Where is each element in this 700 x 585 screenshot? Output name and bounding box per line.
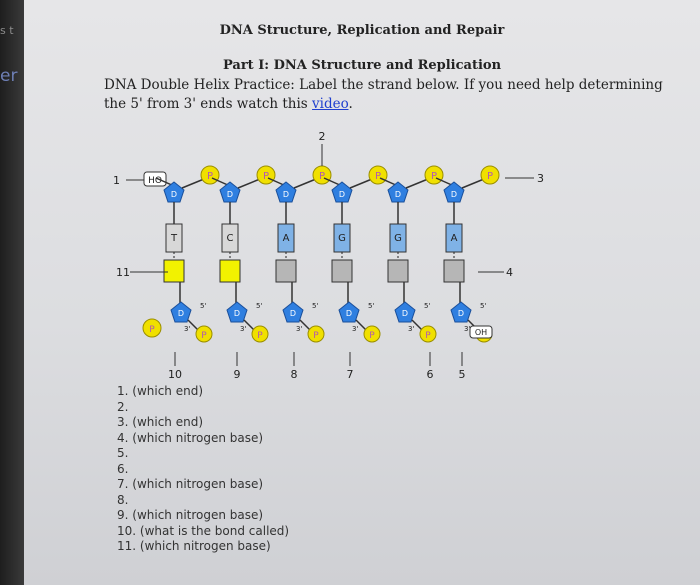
prime-label: 3' — [240, 325, 246, 333]
backbone-bond — [238, 179, 260, 188]
phosphate-label: P — [263, 171, 269, 182]
nitrogen-base-bottom — [164, 260, 184, 282]
sugar-label: D — [402, 309, 408, 318]
nitrogen-base-bottom — [276, 260, 296, 282]
sugar-label: D — [283, 190, 289, 199]
sugar-label: D — [178, 309, 184, 318]
callout-7: 7 — [347, 368, 354, 381]
callout-10: 10 — [168, 368, 182, 381]
phosphate-label: P — [487, 171, 493, 182]
callout-8: 8 — [291, 368, 298, 381]
callout-1: 1 — [113, 174, 120, 187]
base-letter: G — [338, 233, 346, 244]
nitrogen-base-bottom — [388, 260, 408, 282]
base-letter: C — [227, 233, 234, 244]
prime-label: 3' — [296, 325, 302, 333]
sugar-label: D — [234, 309, 240, 318]
nitrogen-base-bottom — [220, 260, 240, 282]
nitrogen-base-bottom — [332, 260, 352, 282]
phosphate-label: P — [425, 331, 431, 341]
ho-label: HO — [148, 176, 162, 186]
question-item: 4. (which nitrogen base) — [117, 431, 289, 447]
phosphate-label: P — [207, 171, 213, 182]
prime-label: 5' — [480, 302, 486, 310]
prime-label: 3' — [464, 325, 470, 333]
question-item: 5. — [117, 446, 289, 462]
oh-label: OH — [475, 328, 487, 337]
backbone-bond — [462, 179, 484, 188]
callout-6: 6 — [427, 368, 434, 381]
question-item: 3. (which end) — [117, 415, 289, 431]
sugar-label: D — [395, 190, 401, 199]
sugar-label: D — [290, 309, 296, 318]
backbone-bond — [182, 179, 204, 188]
callout-4: 4 — [506, 266, 513, 279]
question-item: 11. (which nitrogen base) — [117, 539, 289, 555]
phosphate-label: P — [257, 331, 263, 341]
phosphate-label: P — [375, 171, 381, 182]
phosphate-label: P — [149, 325, 155, 335]
sugar-label: D — [346, 309, 352, 318]
sugar-label: D — [451, 190, 457, 199]
prime-label: 5' — [368, 302, 374, 310]
prime-label: 3' — [408, 325, 414, 333]
phosphate-label: P — [431, 171, 437, 182]
phosphate-label: P — [201, 331, 207, 341]
question-item: 10. (what is the bond called) — [117, 524, 289, 540]
backbone-bond — [294, 179, 316, 188]
question-item: 9. (which nitrogen base) — [117, 508, 289, 524]
question-item: 7. (which nitrogen base) — [117, 477, 289, 493]
question-list: 1. (which end)2.3. (which end)4. (which … — [117, 384, 289, 555]
base-letter: A — [451, 233, 458, 244]
callout-2: 2 — [319, 130, 326, 143]
backbone-bond — [406, 179, 428, 188]
phosphate-label: P — [319, 171, 325, 182]
question-item: 8. — [117, 493, 289, 509]
sugar-label: D — [227, 190, 233, 199]
sugar-label: D — [339, 190, 345, 199]
question-item: 6. — [117, 462, 289, 478]
phosphate-label: P — [313, 331, 319, 341]
callout-11: 11 — [116, 266, 130, 279]
prime-label: 5' — [312, 302, 318, 310]
prime-label: 5' — [256, 302, 262, 310]
base-letter: A — [283, 233, 290, 244]
prime-label: 3' — [184, 325, 190, 333]
backbone-bond — [350, 179, 372, 188]
sugar-label: D — [171, 190, 177, 199]
callout-9: 9 — [234, 368, 241, 381]
prime-label: 5' — [424, 302, 430, 310]
prime-label: 5' — [200, 302, 206, 310]
phosphate-label: P — [369, 331, 375, 341]
callout-3: 3 — [537, 172, 544, 185]
nitrogen-base-bottom — [444, 260, 464, 282]
question-item: 2. — [117, 400, 289, 416]
callout-5: 5 — [459, 368, 466, 381]
question-item: 1. (which end) — [117, 384, 289, 400]
sugar-label: D — [458, 309, 464, 318]
prime-label: 3' — [352, 325, 358, 333]
base-letter: G — [394, 233, 402, 244]
base-letter: T — [170, 233, 178, 244]
